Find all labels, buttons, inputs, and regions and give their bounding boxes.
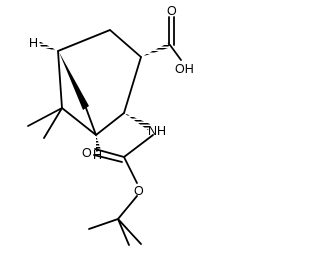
bond-carbamate-c-o-double-a — [94, 148, 125, 158]
bond-c6-c5 — [61, 107, 97, 136]
bond-tbu-me-top — [117, 218, 130, 246]
hash-h-top — [39, 41, 58, 51]
atom-label-oh: OH — [175, 62, 194, 76]
bond-c6-me2 — [43, 107, 63, 139]
bond-tbu-me-left — [88, 218, 119, 230]
hash-acid — [141, 42, 170, 57]
bond-acid-c-oh — [169, 44, 182, 61]
bond-tbu-me-right — [117, 218, 142, 245]
bond-c4-c5 — [95, 112, 125, 136]
atom-label-nh: NH — [148, 124, 166, 138]
atom-label-o-ester: O — [134, 184, 144, 198]
atom-label-o-carbonyl: O — [82, 146, 92, 160]
hash-h-bottom — [96, 135, 101, 152]
molecule-diagram: H H O OH NH O O — [27, 4, 194, 246]
bond-c6-me1 — [27, 107, 63, 127]
atom-label-h-top: H — [29, 36, 38, 50]
bond-n-c — [123, 134, 154, 158]
bridge-wedge — [59, 52, 89, 110]
bond-carbamate-c-o-double-b — [93, 154, 123, 163]
hash-nh — [124, 113, 150, 130]
atom-label-h-bottom: H — [93, 148, 102, 162]
carbamate-group — [88, 113, 154, 246]
bond-c2-c3 — [109, 29, 142, 58]
bond-o-tbu — [117, 195, 138, 220]
atom-label-o-acid: O — [167, 4, 177, 18]
bond-c1-c2 — [57, 29, 111, 52]
ring-bonds — [27, 29, 142, 139]
carboxylic-acid-group — [141, 16, 182, 61]
bond-bridge-c5 — [85, 107, 97, 136]
bond-c1-c6 — [57, 50, 63, 109]
bond-c3-c4 — [123, 56, 142, 114]
bond-carbamate-c-o-single — [123, 156, 138, 184]
